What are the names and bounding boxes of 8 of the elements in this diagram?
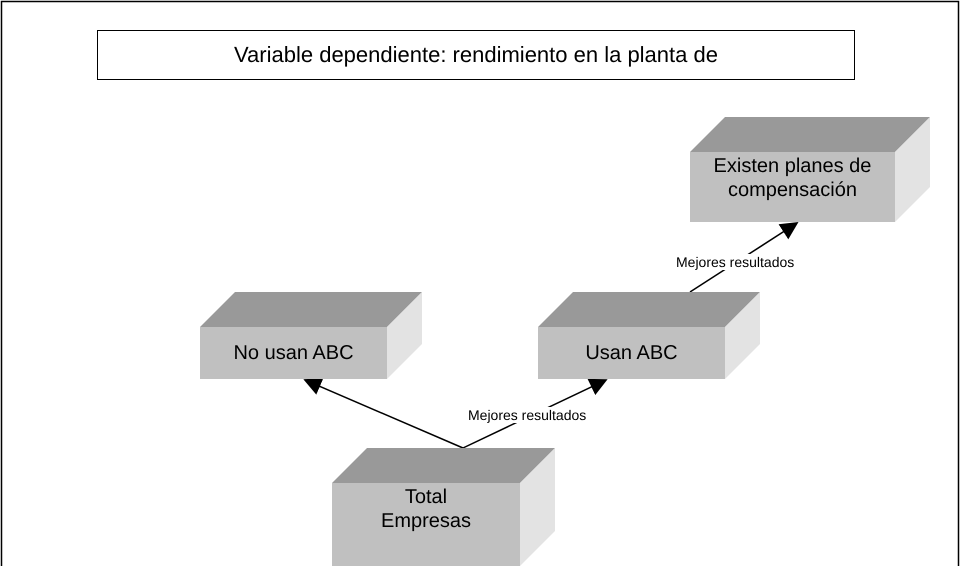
arrow (303, 378, 464, 449)
node-label: No usan ABC (232, 341, 355, 365)
edge-label: Mejores resultados (466, 407, 588, 423)
title-box: Variable dependiente: rendimiento en la planta de (97, 30, 855, 80)
node-label: Existen planes de compensación (712, 154, 872, 202)
node-label: Usan ABC (584, 341, 679, 365)
node-label: Total Empresas (380, 485, 472, 533)
edge-label: Mejores resultados (674, 254, 796, 270)
